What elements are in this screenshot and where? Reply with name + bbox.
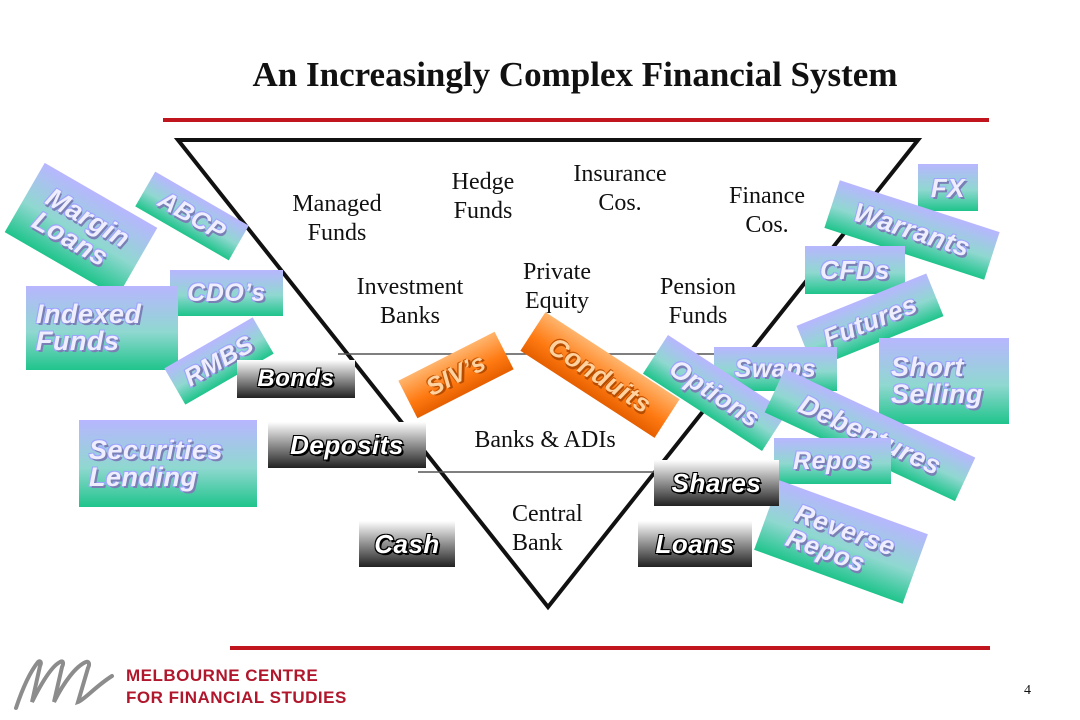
top-rule: [163, 118, 989, 122]
tag-deposits: Deposits: [268, 422, 426, 468]
page-title: An Increasingly Complex Financial System: [252, 55, 898, 94]
tag-fx: FX: [918, 164, 978, 211]
label-private-equity: Private Equity: [523, 259, 591, 314]
tag-loans: Loans: [638, 521, 752, 567]
label-insurance-cos: Insurance Cos.: [573, 161, 667, 216]
tag-bonds: Bonds: [237, 360, 355, 398]
label-banks-adis: Banks & ADIs: [474, 427, 616, 453]
label-central-bank: Central Bank: [512, 501, 583, 556]
tag-cdos: CDO’s: [170, 270, 283, 316]
tag-indexed-funds: Indexed Funds: [26, 286, 178, 370]
label-finance-cos: Finance Cos.: [729, 183, 805, 238]
page-number: 4: [1024, 683, 1031, 698]
label-pension-funds: Pension Funds: [659, 274, 736, 329]
tag-short-selling: Short Selling: [879, 338, 1009, 424]
label-managed-funds: Managed Funds: [292, 191, 382, 246]
bottom-rule: [230, 646, 990, 650]
tag-shares: Shares: [654, 460, 779, 506]
tag-cash: Cash: [359, 521, 455, 567]
tag-repos: Repos: [774, 438, 891, 484]
label-investment-banks: Investment Banks: [356, 274, 464, 329]
tag-securities-lending: Securities Lending: [79, 420, 257, 507]
tag-cfds: CFDs: [805, 246, 905, 294]
logo-text-line2: FOR FINANCIAL STUDIES: [126, 688, 347, 707]
logo-text-line1: MELBOURNE CENTRE: [126, 666, 319, 685]
label-hedge-funds: Hedge Funds: [451, 169, 515, 224]
logo-m-mark: [14, 659, 114, 710]
